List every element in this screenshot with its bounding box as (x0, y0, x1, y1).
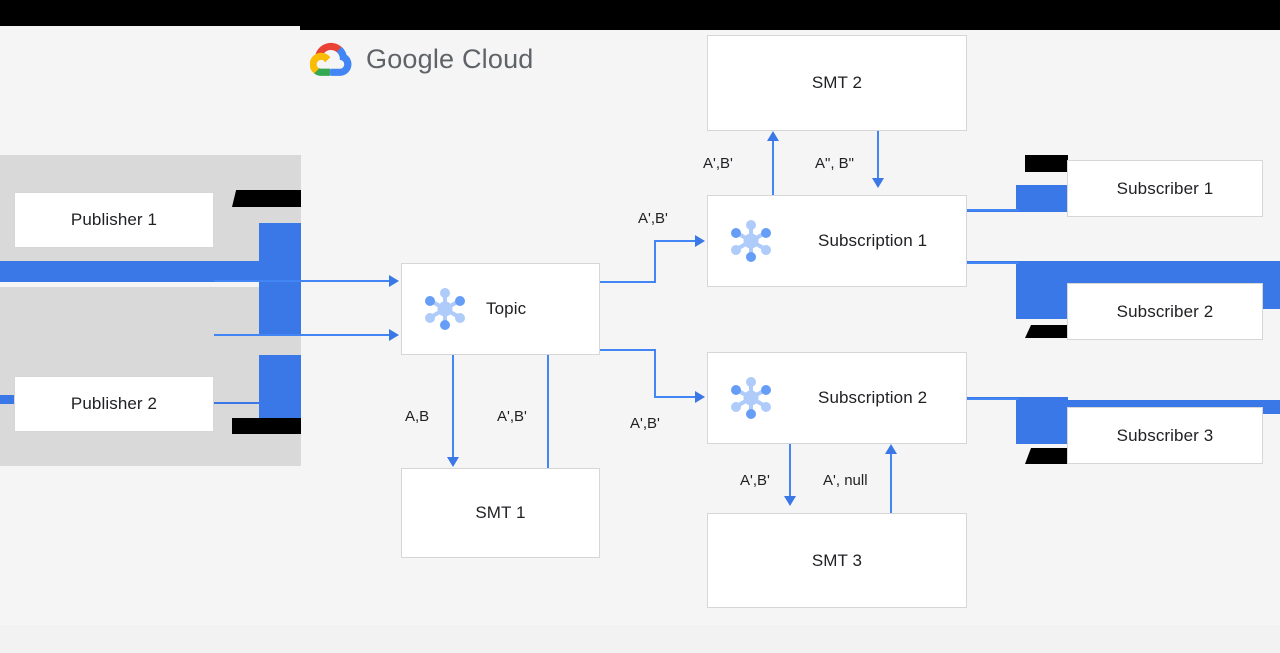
node-subscriber-3[interactable]: Subscriber 3 (1067, 407, 1263, 464)
node-subscriber-1[interactable]: Subscriber 1 (1067, 160, 1263, 217)
publisher-2-arrowhead-artifact (259, 355, 301, 427)
edge-topic-sub1-seg3 (654, 240, 695, 242)
publisher-1-arrowhead-artifact (259, 223, 301, 336)
node-subscription-2[interactable]: Subscription 2 (707, 352, 967, 444)
edge-label-topic-sub2: A',B' (630, 415, 660, 432)
edge-topic-sub2-seg1 (600, 349, 656, 351)
top-black-bar-left (0, 0, 300, 26)
redaction-bar-publisher-1 (232, 190, 301, 207)
logo-word-google: Google (366, 43, 455, 74)
redaction-bar-subscriber-1 (1025, 155, 1068, 172)
publisher-2-arrow-tail-artifact (214, 402, 260, 404)
node-subscription-1[interactable]: Subscription 1 (707, 195, 967, 287)
edge-smt1-topic-line (547, 288, 549, 480)
node-publisher-2-label: Publisher 2 (70, 394, 158, 413)
edge-label-smt1-topic: A',B' (497, 408, 527, 425)
edge-publisher2-topic-arrowhead (389, 329, 399, 341)
edge-smt2-sub1-line (877, 131, 879, 180)
edge-smt2-sub1-arrowhead (872, 178, 884, 188)
edge-label-sub1-smt2: A',B' (703, 155, 733, 172)
google-cloud-wordmark: Google Cloud (366, 44, 534, 75)
edge-label-topic-sub1: A',B' (638, 210, 668, 227)
edge-sub2-subscriber3-line (967, 398, 1019, 400)
publisher-1-arrow-shaft-artifact (0, 261, 259, 282)
node-subscription-2-label: Subscription 2 (818, 388, 928, 407)
edge-sub1-subscriber2-line (967, 262, 1019, 264)
top-black-bar-right (300, 0, 1280, 30)
edge-smt3-sub2-line (890, 454, 892, 513)
node-topic[interactable]: Topic (401, 263, 600, 355)
pubsub-icon (722, 369, 780, 427)
edge-topic-smt1-line (452, 355, 454, 459)
node-smt-3[interactable]: SMT 3 (707, 513, 967, 608)
subscriber-3-arrowhead-tip-artifact (1016, 414, 1068, 444)
logo-word-cloud: Cloud (461, 43, 534, 74)
edge-topic-sub2-seg2 (654, 349, 656, 397)
redaction-band-middle (0, 287, 301, 371)
redaction-bar-publisher-2 (232, 418, 301, 434)
node-subscription-1-label: Subscription 1 (818, 231, 928, 250)
pubsub-icon (722, 212, 780, 270)
edge-topic-sub1-seg1 (600, 281, 656, 283)
redaction-bar-subscriber-2 (1025, 325, 1068, 338)
edge-label-smt3-sub2: A', null (823, 472, 868, 489)
edge-sub2-smt3-line (789, 444, 791, 498)
node-subscriber-2[interactable]: Subscriber 2 (1067, 283, 1263, 340)
node-subscriber-1-label: Subscriber 1 (1116, 178, 1214, 198)
node-subscriber-2-label: Subscriber 2 (1116, 301, 1214, 321)
google-cloud-logo: Google Cloud (310, 42, 534, 76)
edge-topic-smt1-arrowhead (447, 457, 459, 467)
node-topic-label: Topic (486, 299, 527, 318)
edge-topic-sub2-arrowhead (695, 391, 705, 403)
subscriber-1-arrowhead-artifact (1016, 185, 1068, 211)
edge-publisher2-topic-line (214, 334, 389, 336)
node-smt-3-label: SMT 3 (811, 550, 863, 570)
edge-sub1-subscriber1-line (967, 209, 1019, 211)
node-publisher-2[interactable]: Publisher 2 (14, 376, 214, 432)
node-smt-2-label: SMT 2 (811, 73, 863, 92)
edge-publisher1-topic-line (214, 280, 389, 282)
edge-sub1-smt2-line (772, 141, 774, 195)
edge-topic-sub2-seg3 (654, 396, 695, 398)
node-subscriber-3-label: Subscriber 3 (1116, 425, 1214, 445)
node-publisher-1-label: Publisher 1 (70, 210, 158, 229)
edge-smt3-sub2-arrowhead (885, 444, 897, 454)
edge-sub1-smt2-arrowhead (767, 131, 779, 141)
edge-label-sub2-smt3: A',B' (740, 472, 770, 489)
node-smt-2[interactable]: SMT 2 (707, 35, 967, 131)
subscriber-2-arrowhead-tip-artifact (1016, 309, 1068, 319)
edge-topic-sub1-seg2 (654, 240, 656, 282)
edge-publisher1-topic-arrowhead (389, 275, 399, 287)
edge-topic-sub1-arrowhead (695, 235, 705, 247)
node-publisher-1[interactable]: Publisher 1 (14, 192, 214, 248)
page-footer-background (0, 625, 1280, 653)
node-smt-1-label: SMT 1 (475, 503, 526, 522)
edge-label-smt2-sub1: A", B" (815, 155, 854, 172)
publisher-2-arrow-shaft-artifact (0, 395, 14, 404)
google-cloud-icon (310, 42, 352, 76)
node-smt-1[interactable]: SMT 1 (401, 468, 600, 558)
edge-sub2-smt3-arrowhead (784, 496, 796, 506)
edge-label-topic-smt1: A,B (405, 408, 430, 425)
pubsub-icon (416, 280, 474, 338)
redaction-bar-subscriber-3 (1025, 448, 1068, 464)
